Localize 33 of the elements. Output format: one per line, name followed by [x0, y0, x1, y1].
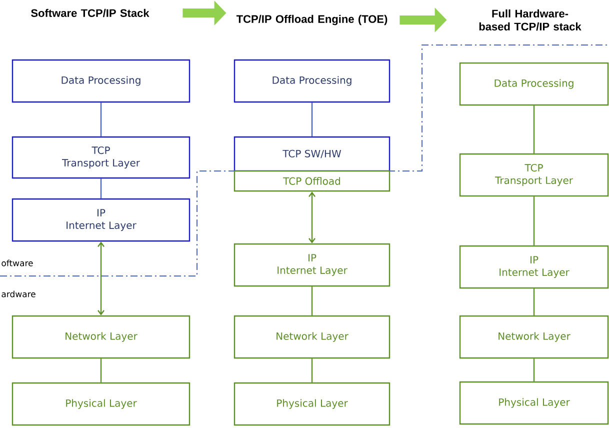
- layer-box: Data Processing: [12, 59, 190, 103]
- side-label: oftware: [2, 260, 33, 266]
- double-arrow: [308, 192, 316, 244]
- heading: Full Hardware-based TCP/IP stack: [479, 9, 582, 31]
- layer-box: IP Internet Layer: [12, 198, 190, 242]
- connector-line: [100, 102, 102, 136]
- connector-line: [100, 358, 102, 382]
- layer-box: TCP SW/HW: [234, 136, 390, 172]
- layer-box: Data Processing: [234, 59, 390, 103]
- layer-box: Physical Layer: [234, 382, 390, 426]
- layer-box: Physical Layer: [12, 382, 190, 426]
- layer-box: TCP Transport Layer: [459, 153, 609, 197]
- heading: Software TCP/IP Stack: [31, 8, 150, 18]
- connector-line: [533, 358, 535, 382]
- connector-line: [311, 102, 313, 136]
- connector-line: [311, 286, 313, 316]
- layer-box: Physical Layer: [459, 381, 609, 425]
- connector-line: [100, 178, 102, 198]
- double-arrow: [98, 242, 104, 316]
- layer-box: TCP Offload: [234, 170, 390, 192]
- connector-line: [533, 106, 535, 154]
- heading: TCP/IP Offload Engine (TOE): [236, 14, 388, 26]
- layer-box: IP Internet Layer: [234, 243, 390, 287]
- connector-line: [311, 358, 313, 382]
- connector-line: [533, 288, 535, 316]
- connector-line: [533, 196, 535, 246]
- layer-box: Network Layer: [234, 315, 390, 359]
- layer-box: Network Layer: [12, 315, 190, 359]
- layer-box: Network Layer: [459, 315, 609, 359]
- layer-box: Data Processing: [459, 62, 609, 106]
- layer-box: IP Internet Layer: [459, 245, 609, 289]
- side-label: ardware: [2, 290, 36, 298]
- layer-box: TCP Transport Layer: [12, 136, 190, 179]
